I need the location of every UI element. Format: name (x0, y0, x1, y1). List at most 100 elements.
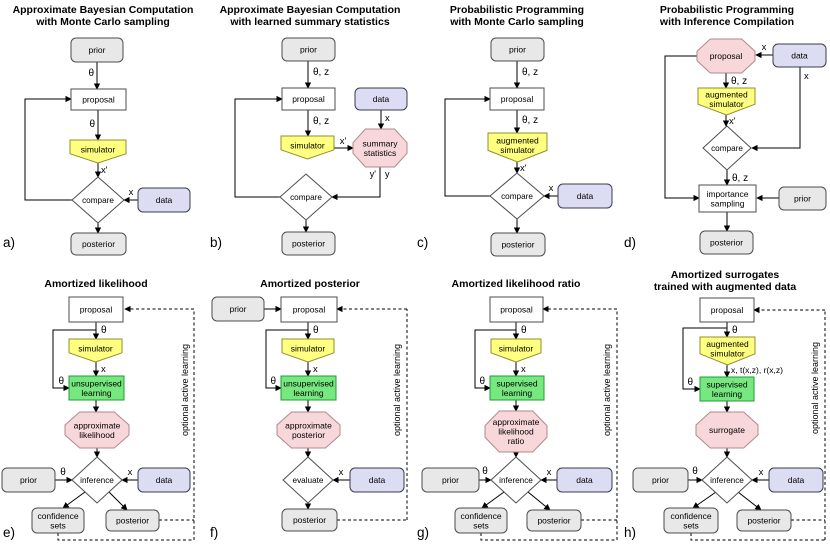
node-label: inference (710, 476, 744, 485)
edge-label: x (521, 364, 526, 375)
edge-label: θ, z (313, 116, 329, 127)
panel-title: Approximate Bayesian Computation (13, 4, 194, 16)
node-label: proposal (80, 305, 113, 315)
edge-label: x' (520, 163, 527, 174)
panel-title: trained with augmented data (654, 281, 797, 293)
node-label: confidence (37, 511, 78, 521)
node-b-proposal: proposal (281, 87, 336, 111)
node-label: prior (509, 45, 526, 55)
node-label: importance (706, 189, 748, 199)
node-a-simulator: simulator (69, 139, 127, 164)
node-f-data: data (349, 467, 405, 493)
node-label: inference (499, 476, 533, 485)
node-h-inference: inference (701, 456, 753, 504)
node-c-prior: prior (490, 37, 545, 62)
edge-label: x (549, 183, 554, 194)
node-label: learning (502, 388, 533, 398)
node-f-simulator: simulator (281, 338, 335, 363)
panel-title: Approximate Bayesian Computation (220, 4, 401, 16)
node-label: prior (300, 45, 317, 55)
node-label: posterior (501, 240, 534, 250)
node-b-compare: compare (279, 173, 333, 221)
node-label: likelihood (498, 427, 534, 437)
node-b-data: data (354, 87, 408, 111)
node-e-proposal: proposal (68, 296, 124, 323)
edge-label: x, t(x,z), r(x,z) (731, 365, 783, 375)
edge-label: θ (101, 325, 107, 336)
edge-label: x' (729, 116, 736, 127)
edge-label: y (385, 169, 390, 179)
node-h-proposal: proposal (699, 297, 755, 323)
edge (331, 167, 381, 201)
edge-label: θ, z (522, 115, 538, 126)
edge-label: x (762, 42, 767, 53)
node-label: sets (683, 520, 699, 530)
edge-label: θ, z (313, 67, 329, 78)
panel-letter: b) (210, 235, 222, 250)
node-label: approximate (493, 417, 540, 427)
node-f-evaluate: evaluate (282, 456, 334, 504)
node-e-data: data (137, 467, 191, 493)
edge (265, 329, 308, 392)
node-label: simulator (291, 344, 326, 354)
edge-label: θ (88, 68, 94, 79)
edge-label: x (339, 467, 344, 478)
node-label: augmented (706, 339, 749, 349)
edge-label: θ (482, 466, 488, 477)
edge (444, 95, 491, 197)
node-label: proposal (501, 94, 534, 104)
edge (480, 533, 617, 541)
edge (108, 491, 128, 511)
node-label: compare (711, 144, 743, 153)
panel-title: Amortized posterior (260, 278, 360, 290)
node-label: confidence (670, 511, 711, 521)
node-label: simulator (290, 141, 325, 151)
panel-letter: c) (417, 235, 428, 250)
edge-label: x' (101, 165, 108, 176)
panel-letter: h) (624, 525, 636, 540)
edge (692, 491, 717, 509)
node-label: compare (501, 192, 533, 201)
node-label: posterior (116, 516, 149, 526)
edge (737, 491, 762, 511)
node-label: proposal (711, 305, 744, 315)
node-label: posterior (292, 239, 325, 249)
node-a-prior: prior (70, 37, 124, 63)
node-h-posterior: posterior (736, 509, 792, 532)
node-label: proposal (293, 305, 326, 315)
node-e-posterior: posterior (105, 509, 160, 532)
panel-title: Amortized likelihood ratio (452, 278, 581, 290)
edge (690, 533, 825, 541)
node-a-data: data (137, 187, 191, 213)
panel-letter: a) (3, 235, 15, 250)
edge-label: θ (732, 325, 738, 336)
node-label: prior (20, 475, 37, 485)
node-label: approximate (285, 420, 332, 430)
edge (664, 55, 700, 202)
edge-label: y' (370, 169, 377, 179)
edge (751, 67, 801, 152)
panel-title: Amortized surrogates (671, 270, 780, 281)
node-e-simulator: simulator (68, 338, 123, 363)
node-label: evaluate (293, 476, 324, 485)
node-label: unsupervised (283, 378, 334, 388)
edge (234, 95, 283, 198)
node-label: posterior (747, 516, 780, 526)
node-label: simulator (709, 99, 744, 109)
node-a-compare: compare (71, 176, 125, 224)
rotated-annotation: optional active learning (810, 342, 820, 434)
node-label: augmented (705, 90, 748, 100)
